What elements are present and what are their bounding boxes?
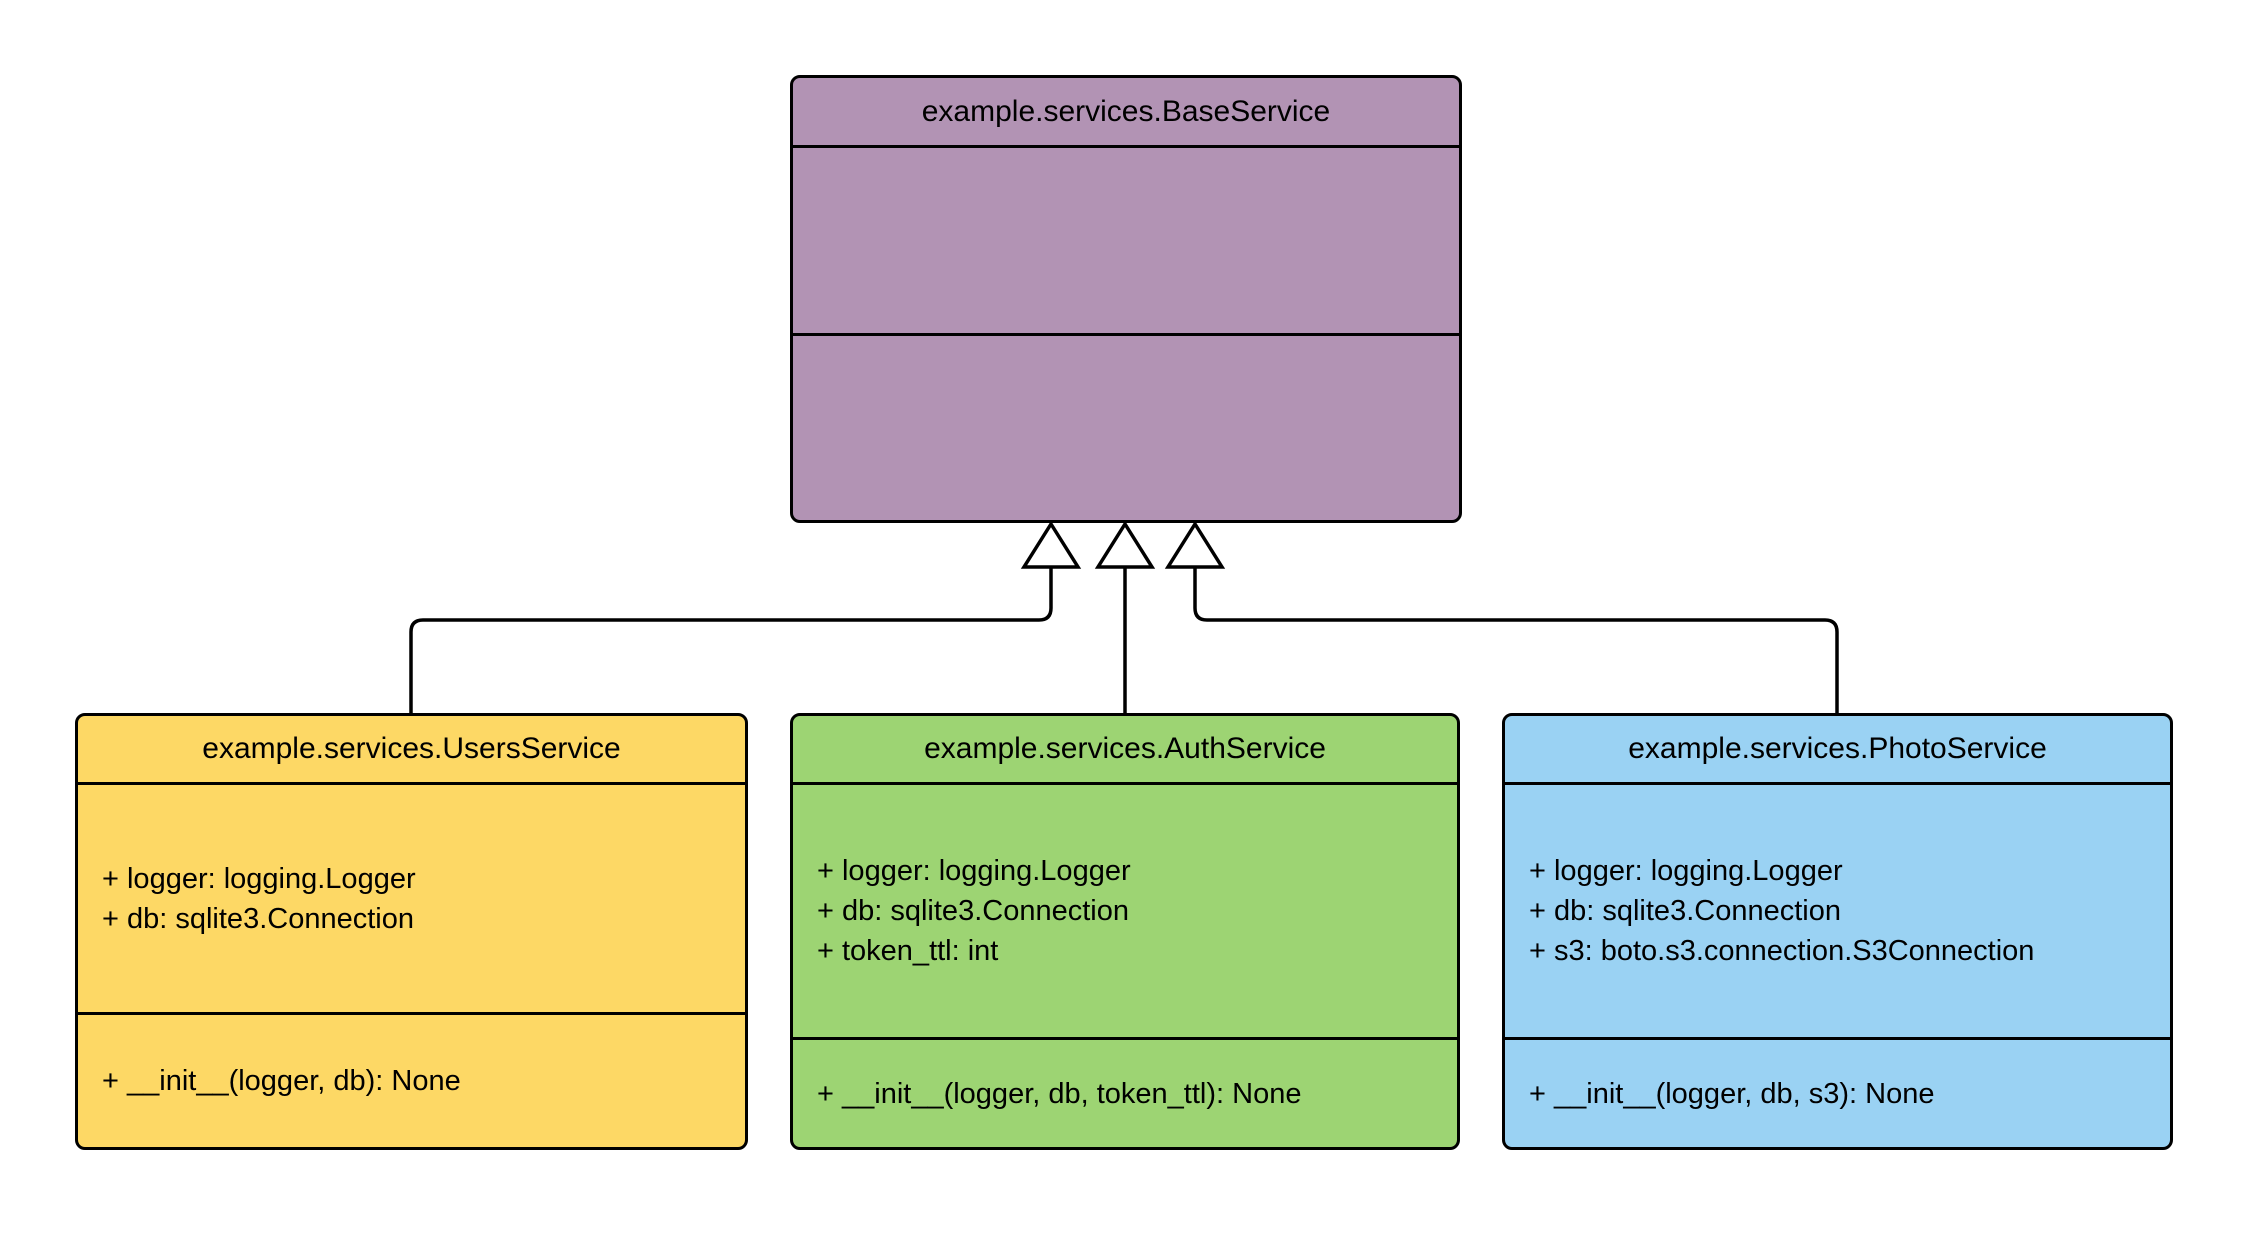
attribute-line: + db: sqlite3.Connection bbox=[817, 895, 1129, 927]
attribute-line: + token_ttl: int bbox=[817, 935, 999, 967]
attribute-line: + db: sqlite3.Connection bbox=[1529, 895, 1841, 927]
class-title-photoservice: example.services.PhotoService bbox=[1505, 716, 2170, 785]
attributes-compartment-baseservice bbox=[793, 148, 1459, 336]
class-box-baseservice: example.services.BaseService bbox=[790, 75, 1462, 523]
methods-compartment-authservice: + __init__(logger, db, token_ttl): None bbox=[793, 1040, 1457, 1147]
method-line: + __init__(logger, db, s3): None bbox=[1529, 1077, 1935, 1110]
attribute-line: + logger: logging.Logger bbox=[1529, 855, 1843, 887]
class-box-photoservice: example.services.PhotoService + logger: … bbox=[1502, 713, 2173, 1150]
class-title-usersservice: example.services.UsersService bbox=[78, 716, 745, 785]
attribute-line: + logger: logging.Logger bbox=[817, 855, 1131, 887]
method-line: + __init__(logger, db): None bbox=[102, 1065, 461, 1097]
attributes-compartment-photoservice: + logger: logging.Logger + db: sqlite3.C… bbox=[1505, 785, 2170, 1040]
inheritance-connector-photoservice bbox=[1193, 567, 1839, 713]
attributes-compartment-authservice: + logger: logging.Logger + db: sqlite3.C… bbox=[793, 785, 1457, 1040]
class-title-baseservice: example.services.BaseService bbox=[793, 78, 1459, 148]
methods-compartment-baseservice bbox=[793, 336, 1459, 520]
inheritance-connector-usersservice bbox=[409, 567, 1053, 713]
class-box-authservice: example.services.AuthService + logger: l… bbox=[790, 713, 1460, 1150]
inheritance-triangle-icon bbox=[1164, 520, 1226, 569]
class-box-usersservice: example.services.UsersService + logger: … bbox=[75, 713, 748, 1150]
inheritance-triangle-icon bbox=[1094, 520, 1156, 569]
attribute-line: + db: sqlite3.Connection bbox=[102, 902, 414, 935]
methods-compartment-usersservice: + __init__(logger, db): None bbox=[78, 1015, 745, 1147]
attribute-line: + logger: logging.Logger bbox=[102, 862, 416, 895]
attribute-line: + s3: boto.s3.connection.S3Connection bbox=[1529, 935, 2035, 967]
attributes-compartment-usersservice: + logger: logging.Logger + db: sqlite3.C… bbox=[78, 785, 745, 1015]
methods-compartment-photoservice: + __init__(logger, db, s3): None bbox=[1505, 1040, 2170, 1147]
method-line: + __init__(logger, db, token_ttl): None bbox=[817, 1077, 1302, 1110]
inheritance-triangle-icon bbox=[1020, 520, 1082, 569]
class-title-authservice: example.services.AuthService bbox=[793, 716, 1457, 785]
